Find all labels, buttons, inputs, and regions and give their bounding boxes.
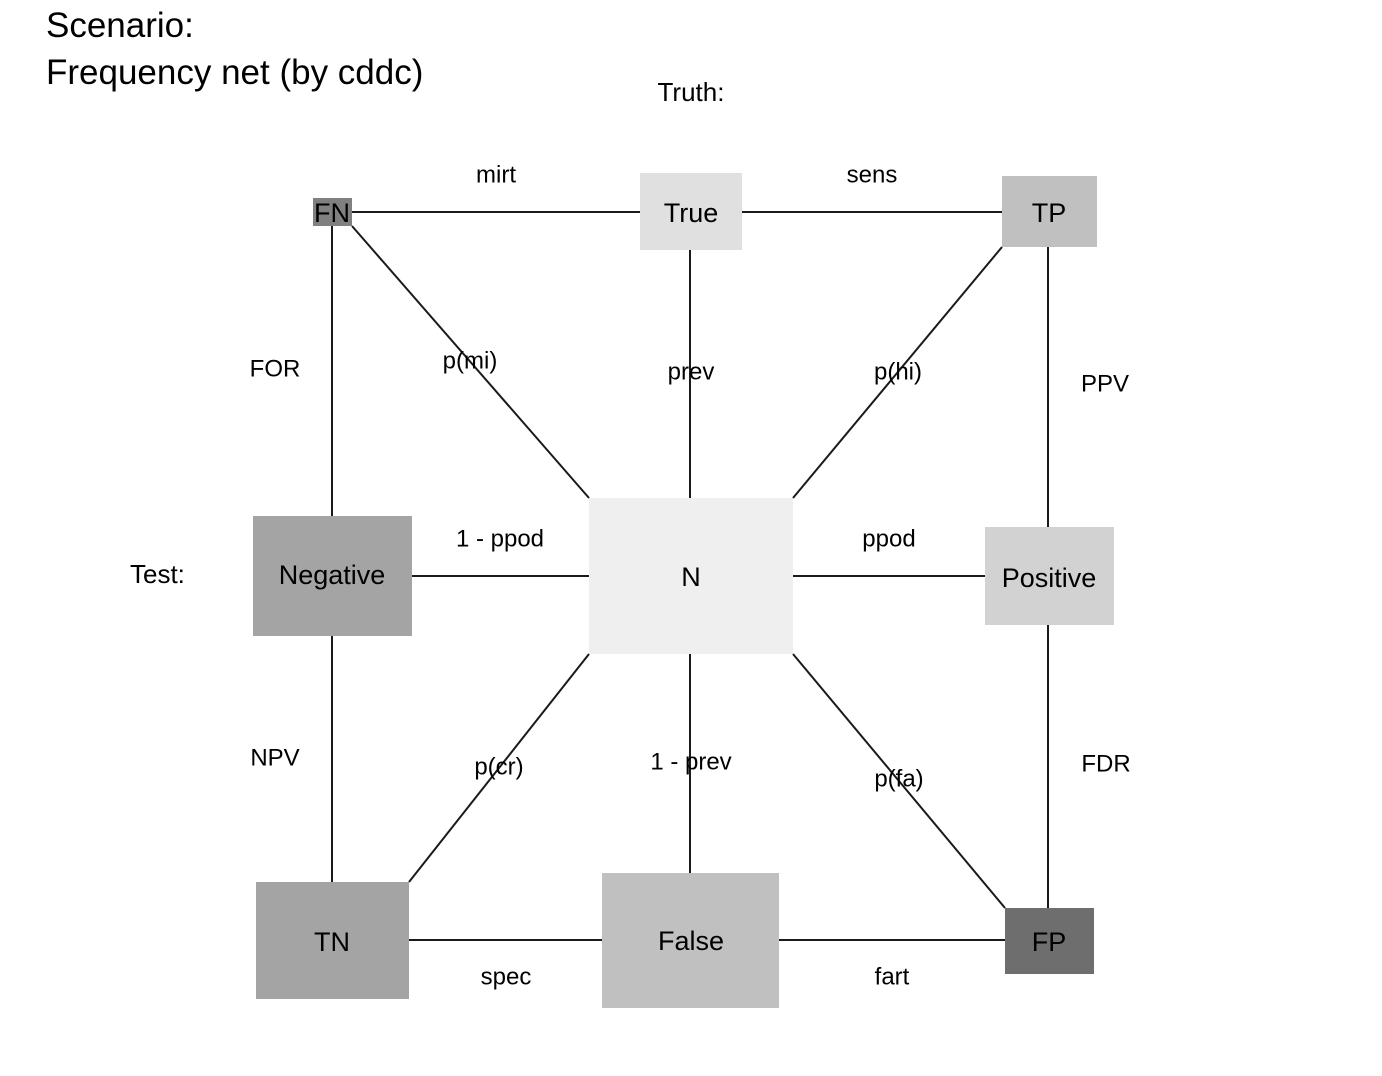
edge-label-fart: fart (875, 964, 910, 991)
edge-label-one-minus-ppod: 1 - ppod (456, 526, 544, 553)
scenario-label: Scenario: (46, 6, 194, 45)
edge-label-prev: prev (668, 359, 715, 386)
diagram-title: Frequency net (by cddc) (46, 53, 424, 92)
edge-label-spec: spec (481, 964, 532, 991)
edge-label-p-hi: p(hi) (874, 359, 922, 386)
node-box-n (589, 498, 793, 654)
edge-label-one-minus-prev: 1 - prev (650, 749, 731, 776)
edge-line-p-fa (792, 653, 1006, 909)
nodes (253, 173, 1114, 1008)
node-label-false: False (658, 926, 724, 956)
node-label-tp: TP (1032, 198, 1067, 228)
edge-label-p-fa: p(fa) (874, 766, 923, 793)
test-dimension-label: Test: (130, 559, 185, 589)
edge-label-for: FOR (250, 356, 301, 383)
edge-label-mirt: mirt (476, 162, 516, 189)
edge-label-ppod: ppod (862, 526, 915, 553)
node-box-false (602, 873, 779, 1008)
node-box-tn (256, 882, 409, 999)
edge-line-p-mi (351, 225, 590, 499)
node-box-fn (313, 198, 352, 226)
truth-dimension-label: Truth: (658, 77, 725, 107)
edge-label-fdr: FDR (1081, 751, 1130, 778)
node-label-positive: Positive (1002, 563, 1097, 593)
edge-label-p-cr: p(cr) (474, 754, 523, 781)
node-box-fp (1005, 908, 1094, 974)
dimension-labels: Truth: Test: (130, 77, 724, 589)
node-label-true: True (664, 198, 719, 228)
node-labels: FN True TP Negative N Positive TN False … (279, 198, 1097, 957)
edge-lines (331, 211, 1049, 941)
edge-labels: mirt sens FOR p(mi) prev p(hi) PPV 1 - p… (250, 162, 1131, 991)
node-label-negative: Negative (279, 560, 386, 590)
edge-label-sens: sens (847, 162, 898, 189)
node-box-negative (253, 516, 412, 636)
node-box-true (640, 173, 742, 250)
node-box-tp (1002, 176, 1097, 247)
edge-line-p-cr (408, 653, 590, 883)
node-label-n: N (681, 562, 701, 592)
node-label-tn: TN (314, 927, 350, 957)
edge-line-p-hi (792, 246, 1003, 499)
edge-label-npv: NPV (250, 745, 299, 772)
edge-label-ppv: PPV (1081, 371, 1129, 398)
node-label-fp: FP (1032, 927, 1067, 957)
node-box-positive (985, 527, 1114, 625)
edge-label-p-mi: p(mi) (443, 348, 498, 375)
node-label-fn: FN (314, 198, 350, 228)
